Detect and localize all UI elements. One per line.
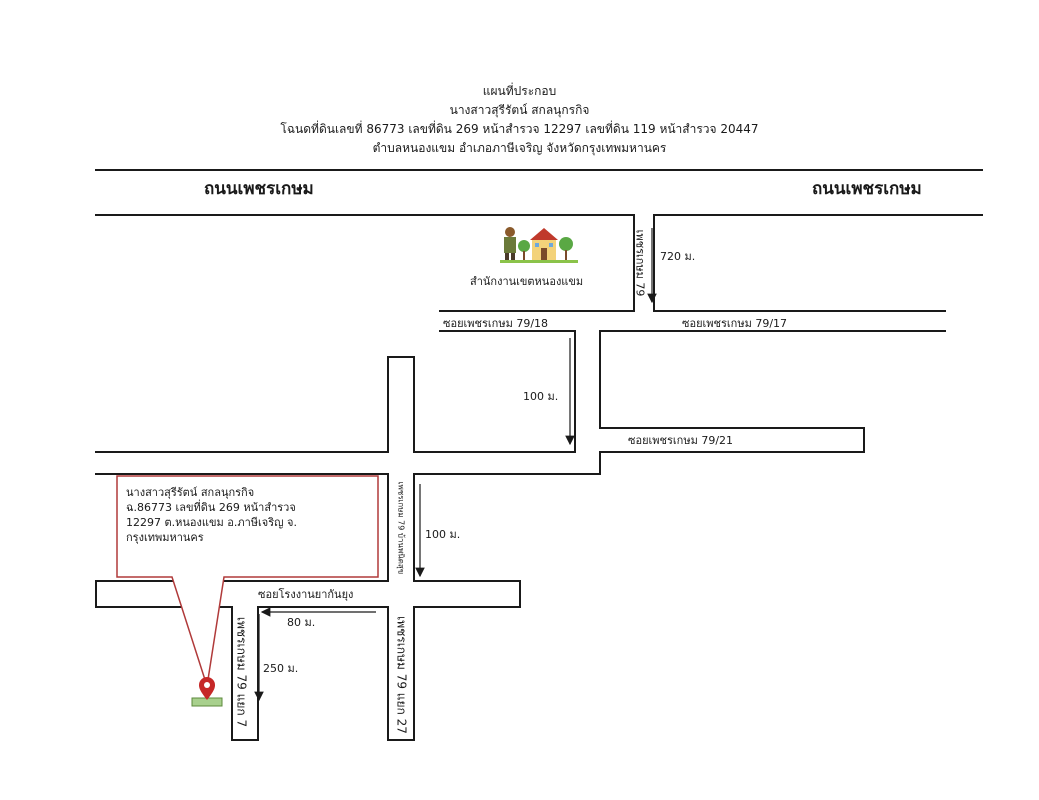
callout-survey: 12297 ต.หนองแขม อ.ภาษีเจริญ จ. (126, 516, 297, 529)
soi79-27-label: เพชรเกษม 79 แยก 27 (394, 616, 409, 734)
main-road-label-left: ถนนเพชรเกษม (204, 179, 314, 199)
soi-factory-label: ซอยโรงงานยากันยุง (258, 588, 354, 601)
callout-province: กรุงเทพมหานคร (126, 531, 204, 544)
map-header: แผนที่ประกอบ นางสาวสุรีรัตน์ สกลนุกรกิจ … (0, 82, 1039, 158)
soi79-21-label: ซอยเพชรเกษม 79/21 (628, 434, 734, 447)
callout-owner: นางสาวสุรีรัตน์ สกลนุกรกิจ (126, 486, 255, 499)
soi79-17-bottom (95, 330, 946, 741)
distance-720: 720 ม. (660, 250, 696, 263)
owner-name: นางสาวสุรีรัตน์ สกลนุกรกิจ (449, 103, 590, 117)
soi79-label: เพชรเกษม 79 (633, 229, 647, 297)
distance-100b: 100 ม. (425, 528, 461, 541)
location-pin-icon (190, 675, 226, 715)
soi79-7-label: เพชรเกษม 79 แยก 7 (234, 616, 249, 728)
deed-info: โฉนดที่ดินเลขที่ 86773 เลขที่ดิน 269 หน้… (280, 122, 759, 136)
property-callout: นางสาวสุรีรัตน์ สกลนุกรกิจ ฉ.86773 เลขที… (126, 485, 376, 545)
distance-80: 80 ม. (287, 616, 316, 629)
map-title: แผนที่ประกอบ (482, 84, 557, 98)
district-office-icon (500, 224, 578, 268)
soi79-18-bottom (95, 330, 576, 453)
location-info: ตำบลหนองแขม อำเภอภาษีเจริญ จังหวัดกรุงเท… (372, 141, 667, 155)
district-office-label: สำนักงานเขตหนองแขม (470, 275, 584, 288)
distance-100a: 100 ม. (523, 390, 559, 403)
soi-village-label: เพชรเกษม 79 บ้านพนิตสุข (396, 481, 406, 575)
callout-box (116, 475, 379, 687)
main-road-label-right: ถนนเพชรเกษม (812, 179, 922, 199)
callout-deed: ฉ.86773 เลขที่ดิน 269 หน้าสำรวจ (126, 501, 296, 514)
soi79-17-label: ซอยเพชรเกษม 79/17 (682, 317, 788, 330)
soi79-18-label: ซอยเพชรเกษม 79/18 (443, 317, 549, 330)
distance-250: 250 ม. (263, 662, 299, 675)
